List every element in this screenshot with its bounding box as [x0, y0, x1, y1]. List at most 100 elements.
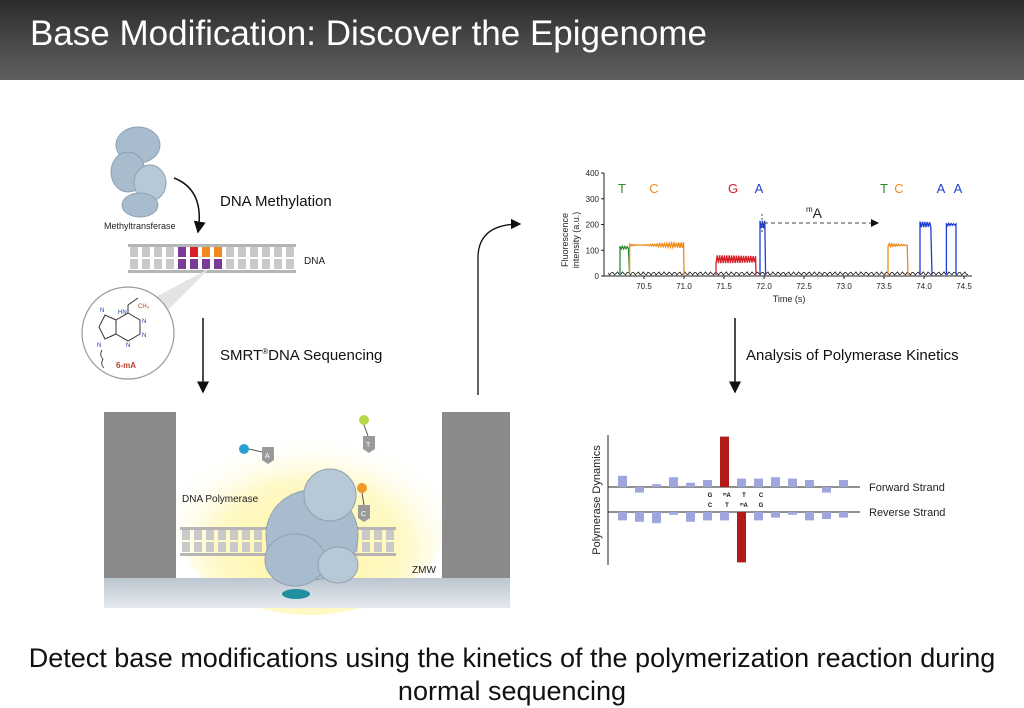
dna-base-pair	[202, 259, 210, 269]
fluor-xtick-label: 73.5	[876, 282, 892, 291]
dna-polymerase-label: DNA Polymerase	[182, 494, 259, 505]
fluor-xtick-label: 74.5	[956, 282, 972, 291]
methyltransferase-protein-icon	[110, 126, 167, 218]
forward-strand-bar	[737, 478, 746, 487]
fluorescence-chart: Fluorescence intensity (a.u.) Time (s) 0…	[560, 169, 972, 304]
peak-label-g: G	[728, 181, 738, 196]
title-bar: Base Modification: Discover the Epigenom…	[0, 0, 1024, 80]
forward-strand-bar	[703, 480, 712, 487]
forward-strand-label: Forward Strand	[869, 482, 945, 494]
fluor-ylabel-line2: intensity (a.u.)	[571, 212, 581, 269]
dna-base-pair	[250, 259, 258, 269]
reverse-strand-bar	[788, 512, 797, 515]
fluor-xtick-label: 71.5	[716, 282, 732, 291]
nucleotide-t-icon: T	[359, 415, 375, 453]
dna-base-pair	[230, 542, 238, 552]
forward-strand-bar	[839, 480, 848, 487]
fluor-ytick-label: 400	[586, 169, 600, 178]
reverse-base-letter: T	[725, 503, 729, 509]
dna-base-pair	[194, 542, 202, 552]
forward-base-letter: T	[742, 493, 746, 499]
slide-title: Base Modification: Discover the Epigenom…	[30, 14, 708, 53]
dna-base-pair	[190, 247, 198, 257]
fluor-pulse-a	[919, 221, 933, 275]
dna-base-pair	[190, 259, 198, 269]
fluor-ytick-label: 200	[586, 221, 600, 230]
methyltransferase-label: Methyltransferase	[104, 221, 176, 231]
dna-strand-top	[128, 244, 296, 273]
dna-base-pair	[262, 247, 270, 257]
fluor-pulse-c	[887, 241, 909, 275]
dna-base-pair	[218, 542, 226, 552]
forward-base-letter: ᵐA	[723, 493, 731, 499]
reverse-strand-bar	[669, 512, 678, 515]
reverse-strand-bar	[635, 512, 644, 522]
dna-base-pair	[274, 247, 282, 257]
dna-base-pair	[386, 542, 394, 552]
forward-strand-bar	[720, 436, 729, 487]
dna-base-pair	[274, 259, 282, 269]
dna-base-pair	[182, 542, 190, 552]
dna-base-pair	[142, 259, 150, 269]
dna-methylation-label: DNA Methylation	[220, 193, 332, 210]
dna-base-pair	[374, 530, 382, 540]
forward-strand-bar	[669, 477, 678, 487]
methylation-arrow-icon	[173, 177, 206, 234]
fluor-pulse-t	[619, 244, 631, 275]
nucleotide-a-icon: A	[239, 444, 274, 464]
forward-strand-bar	[618, 475, 627, 487]
reverse-strand-bar	[652, 512, 661, 524]
peak-label-t: T	[618, 181, 626, 196]
dna-base-pair	[242, 542, 250, 552]
fluor-xtick-label: 71.0	[676, 282, 692, 291]
dna-base-pair	[214, 259, 222, 269]
dna-base-pair	[374, 542, 382, 552]
peak-label-c: C	[894, 181, 903, 196]
dna-base-pair	[154, 259, 162, 269]
dna-base-pair	[178, 259, 186, 269]
reverse-strand-label: Reverse Strand	[869, 507, 945, 519]
zmw-label: ZMW	[412, 565, 436, 576]
dna-base-pair	[166, 247, 174, 257]
peak-label-t: T	[880, 181, 888, 196]
dna-base-pair	[242, 530, 250, 540]
peak-label-a: A	[755, 181, 764, 196]
reverse-base-letter: G	[759, 503, 764, 509]
svg-text:T: T	[366, 442, 371, 449]
reverse-strand-bar	[703, 512, 712, 521]
ch3-label: CH₃	[138, 304, 150, 310]
dna-label: DNA	[304, 256, 325, 267]
dna-base-pair	[178, 247, 186, 257]
reverse-strand-bar	[771, 512, 780, 518]
forward-strand-bar	[771, 477, 780, 487]
dna-base-pair	[142, 247, 150, 257]
n-label: N	[126, 343, 130, 349]
dna-polymerase-protein-icon	[264, 468, 359, 599]
caption: Detect base modifications using the kine…	[28, 643, 996, 706]
dna-base-pair	[206, 542, 214, 552]
fluor-baseline-trace	[607, 271, 968, 276]
fluor-pulse-a	[759, 220, 767, 275]
fluor-ytick-label: 0	[595, 272, 600, 281]
reverse-base-letter: C	[708, 503, 713, 509]
dna-base-pair	[262, 259, 270, 269]
svg-text:C: C	[361, 511, 366, 518]
fluor-xtick-label: 72.0	[756, 282, 772, 291]
peak-label-a: A	[954, 181, 963, 196]
fluor-ylabel-line1: Fluorescence	[560, 213, 570, 267]
dna-base-pair	[202, 247, 210, 257]
peak-label-c: C	[649, 181, 658, 196]
reverse-strand-bar	[754, 512, 763, 521]
n-label: N	[97, 343, 101, 349]
fluor-pulse-c	[628, 240, 685, 275]
reverse-strand-bar	[822, 512, 831, 519]
dna-base-pair	[286, 259, 294, 269]
forward-strand-bar	[805, 480, 814, 487]
dna-base-pair	[206, 530, 214, 540]
hn-label: HN	[118, 310, 127, 316]
reverse-strand-bar	[686, 512, 695, 522]
dna-base-pair	[386, 530, 394, 540]
dna-base-pair	[254, 530, 262, 540]
analysis-label: Analysis of Polymerase Kinetics	[746, 347, 959, 364]
